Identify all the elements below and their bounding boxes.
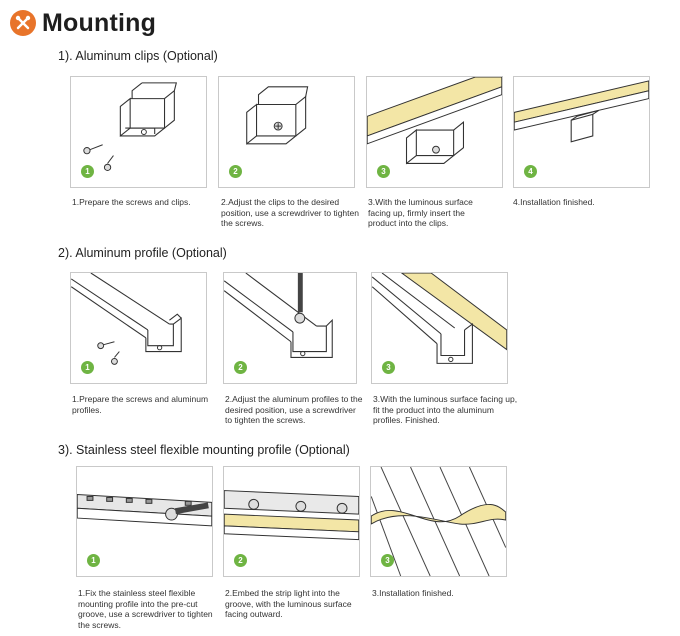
step-badge: 2 — [234, 361, 247, 374]
step-caption: 3.With the luminous surface facing up, f… — [368, 197, 473, 228]
step-caption: 2.Adjust the aluminum profiles to the de… — [225, 394, 363, 425]
step-image-steel-3: 3 — [370, 466, 507, 577]
step-image-profile-1: 1 — [70, 272, 207, 384]
step-image-clips-2: 2 — [218, 76, 355, 188]
step-caption: 2.Embed the strip light into the groove,… — [225, 588, 352, 619]
section-title-stainless-steel: 3). Stainless steel flexible mounting pr… — [58, 443, 350, 457]
step-badge: 1 — [81, 361, 94, 374]
step-badge: 1 — [87, 554, 100, 567]
step-badge: 3 — [381, 554, 394, 567]
step-badge: 3 — [377, 165, 390, 178]
step-image-profile-2: 2 — [223, 272, 357, 384]
step-caption: 3.Installation finished. — [372, 588, 454, 598]
step-image-steel-2: 2 — [223, 466, 360, 577]
step-image-steel-1: 1 — [76, 466, 213, 577]
step-caption: 1.Prepare the screws and aluminum profil… — [72, 394, 209, 415]
step-badge: 4 — [524, 165, 537, 178]
step-caption: 4.Installation finished. — [513, 197, 595, 207]
step-caption: 1.Prepare the screws and clips. — [72, 197, 191, 207]
step-image-clips-4: 4 — [513, 76, 650, 188]
step-badge: 2 — [234, 554, 247, 567]
step-caption: 2.Adjust the clips to the desired positi… — [221, 197, 359, 228]
page-title: Mounting — [42, 8, 157, 37]
step-image-clips-1: 1 — [70, 76, 207, 188]
page-header: Mounting — [10, 8, 156, 38]
step-caption: 1.Fix the stainless steel flexible mount… — [78, 588, 213, 630]
step-badge: 2 — [229, 165, 242, 178]
step-caption: 3.With the luminous surface facing up, f… — [373, 394, 518, 425]
step-badge: 3 — [382, 361, 395, 374]
tools-icon — [10, 10, 36, 36]
step-image-clips-3: 3 — [366, 76, 503, 188]
section-title-aluminum-profile: 2). Aluminum profile (Optional) — [58, 246, 227, 260]
step-badge: 1 — [81, 165, 94, 178]
step-image-profile-3: 3 — [371, 272, 508, 384]
section-title-aluminum-clips: 1). Aluminum clips (Optional) — [58, 49, 218, 63]
